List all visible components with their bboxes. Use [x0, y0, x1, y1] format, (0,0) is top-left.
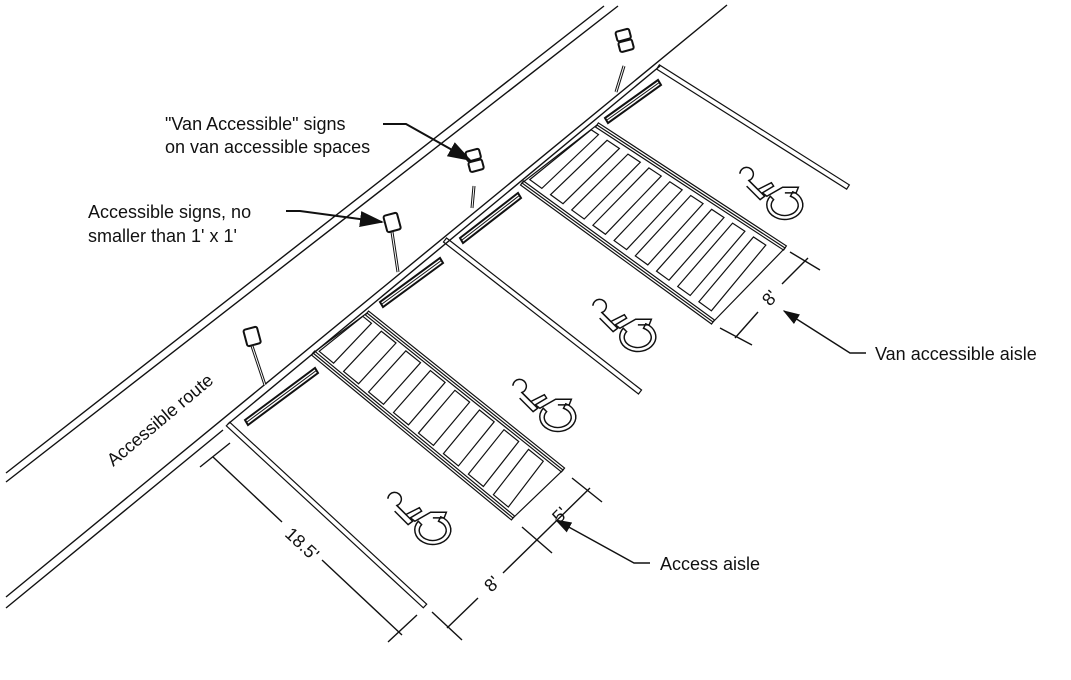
hatch-stripe	[367, 350, 422, 406]
curb-line	[5, 4, 728, 598]
accessibility-symbol-icon	[592, 298, 657, 353]
wheel-stop-edge	[246, 369, 318, 423]
hatch-stripe	[318, 315, 373, 365]
hatch-stripe	[392, 369, 446, 426]
hatch-stripe	[634, 194, 704, 266]
hatch-stripe	[613, 180, 684, 251]
van-aisle-label: Van accessible aisle	[875, 344, 1037, 364]
hatch-stripe	[655, 208, 725, 282]
hatch-stripe	[342, 330, 397, 385]
dimension-line-8	[446, 597, 479, 629]
sign-panel-icon	[617, 38, 635, 53]
dimension-line-18-5	[321, 559, 403, 636]
sign-panel-icon	[382, 211, 402, 234]
access-aisle-label: Access aisle	[660, 554, 760, 574]
sign-panel-icon	[242, 325, 262, 348]
dimension-line-van	[734, 311, 759, 339]
hatch-stripe	[467, 428, 520, 488]
van-signs-leader-arrow	[383, 123, 472, 161]
stall-head-line	[227, 65, 661, 425]
aisle-outline	[521, 124, 786, 323]
wheel-stop-edge	[606, 81, 661, 121]
accessibility-symbol-icon	[387, 491, 452, 546]
hatch-stripe	[698, 236, 767, 312]
sign-post-highlight	[615, 65, 625, 93]
hatch-stripe	[492, 448, 545, 508]
sign-post-highlight	[471, 185, 475, 209]
accessible-route-label: Accessible route	[103, 370, 217, 470]
hatch-stripe	[549, 139, 621, 205]
dimension-lines	[199, 251, 821, 643]
hatch-stripe	[676, 222, 746, 297]
van-signs-label-line1: "Van Accessible" signs	[165, 114, 346, 134]
hatch-stripe	[528, 129, 600, 190]
accessible-signs	[242, 27, 635, 386]
sign-post-highlight	[251, 345, 266, 386]
aisle-outline	[312, 312, 564, 519]
dimension-van-aisle: 8'	[758, 286, 782, 309]
hatch-stripe	[442, 409, 496, 467]
hatch-stripe	[570, 153, 642, 220]
sidewalk-edge-inner	[5, 5, 619, 483]
accessibility-symbol-icon	[739, 166, 804, 221]
access-aisle-leader-arrow	[554, 519, 650, 564]
aisle-hatching	[312, 124, 786, 519]
wheel-stop-edge	[381, 259, 443, 305]
signs-label-line1: Accessible signs, no	[88, 202, 251, 222]
dimension-stall-width: 8'	[480, 572, 504, 596]
hatch-stripe	[591, 167, 663, 236]
extension-line	[387, 614, 418, 643]
signs-leader-arrow	[286, 210, 384, 228]
accessibility-symbol-icon	[512, 378, 577, 433]
dimension-line-18-5	[212, 456, 283, 523]
stall-line	[655, 64, 851, 190]
signs-label-line2: smaller than 1' x 1'	[88, 226, 237, 246]
stall-line	[442, 237, 643, 395]
sign-panel-icon	[467, 158, 485, 173]
dimension-line-5	[502, 487, 591, 574]
dimension-line-van	[781, 257, 809, 285]
curb-line-lower	[5, 429, 224, 609]
hatch-stripe	[417, 389, 471, 447]
extension-line	[431, 611, 463, 641]
wheel-stop-edge	[461, 194, 521, 241]
van-signs-label-line2: on van accessible spaces	[165, 137, 370, 157]
dimension-stall-length: 18.5'	[281, 524, 323, 565]
wheel-stops	[243, 78, 663, 427]
van-aisle-leader-arrow	[782, 310, 866, 354]
stall-line	[225, 421, 428, 609]
extension-line	[199, 442, 231, 468]
dimension-access-aisle: 5'	[548, 503, 572, 527]
sign-post-highlight	[391, 231, 399, 273]
sidewalk-edge-outer	[5, 5, 605, 474]
